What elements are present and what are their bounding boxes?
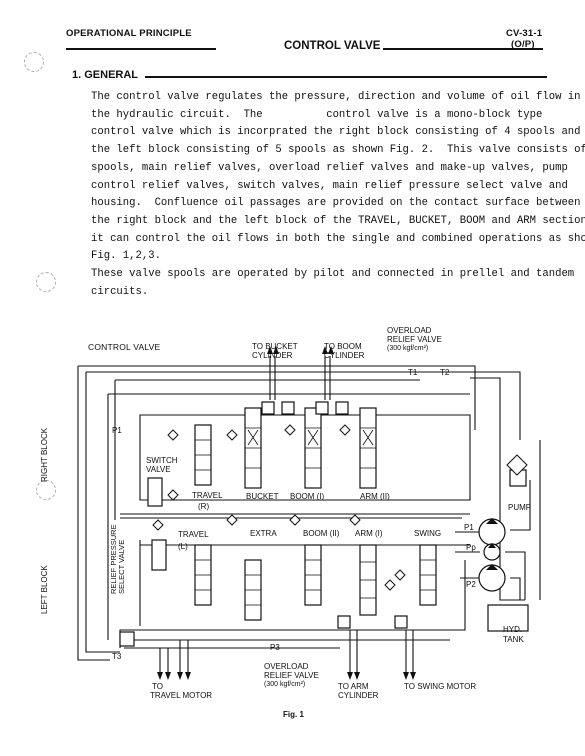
figure-caption: Fig. 1 <box>283 710 304 719</box>
paragraph-line: control relief valves, switch valves, ma… <box>91 179 568 192</box>
punch-hole-middle <box>36 272 56 292</box>
label-swing: SWING <box>414 529 442 538</box>
page-code-suffix: (O/P) <box>511 39 535 50</box>
paragraph-line: it can control the oil flows in both the… <box>91 232 585 245</box>
label-arm-2: ARM (II) <box>360 492 390 501</box>
label-t3: T3 <box>112 652 122 661</box>
label-control-valve: CONTROL VALVE <box>88 342 161 352</box>
document-title: CONTROL VALVE <box>284 40 381 52</box>
paragraph-line: These valve spools are operated by pilot… <box>91 268 575 280</box>
label-bucket: BUCKET <box>246 492 279 501</box>
general-paragraph-1: The control valve regulates the pressure… <box>91 89 585 266</box>
paragraph-line: Fig. 1,2,3. <box>91 250 161 263</box>
paragraph-line: spools, main relief valves, overload rel… <box>91 161 568 174</box>
label-right-block: RIGHT BLOCK <box>40 427 49 482</box>
paragraph-line: the hydraulic circuit. The control valve… <box>91 108 543 121</box>
punch-hole-top <box>24 52 44 72</box>
label-pump: PUMP <box>508 503 532 512</box>
label-pump-pp: Pp <box>466 543 476 552</box>
label-travel-r: TRAVEL(R) <box>192 491 223 511</box>
punch-hole-bottom <box>36 480 56 500</box>
label-p1: P1 <box>112 426 122 435</box>
label-left-block: LEFT BLOCK <box>40 565 49 614</box>
label-to-swing-motor: TO SWING MOTOR <box>404 682 477 691</box>
label-pump-p2: P2 <box>466 580 476 589</box>
general-paragraph-2: These valve spools are operated by pilot… <box>91 266 575 301</box>
label-boom-1: BOOM (I) <box>290 492 325 501</box>
label-boom-2: BOOM (II) <box>303 529 340 538</box>
label-p3: P3 <box>270 643 280 652</box>
header-rule-right <box>383 48 543 50</box>
header-rule-left <box>66 48 216 50</box>
label-hyd-tank: HYD.TANK <box>503 625 524 644</box>
section-heading: 1. GENERAL <box>72 69 139 81</box>
paragraph-line: housing. Confluence oil passages are pro… <box>91 197 581 210</box>
section-title: OPERATIONAL PRINCIPLE <box>66 28 192 39</box>
label-pump-p1: P1 <box>464 523 474 532</box>
label-extra: EXTRA <box>250 529 277 538</box>
label-travel-l: TRAVEL(L) <box>178 530 209 551</box>
label-arm-1: ARM (I) <box>355 529 383 538</box>
label-t1: T1 <box>408 368 418 377</box>
paragraph-line: control valve which is incorprated the r… <box>91 126 581 139</box>
paragraph-line: circuits. <box>91 285 149 298</box>
paragraph-line: The control valve regulates the pressure… <box>91 91 581 103</box>
label-t2: T2 <box>440 368 450 377</box>
section-heading-rule <box>145 76 547 78</box>
page-code: CV-31-1 <box>506 28 543 39</box>
